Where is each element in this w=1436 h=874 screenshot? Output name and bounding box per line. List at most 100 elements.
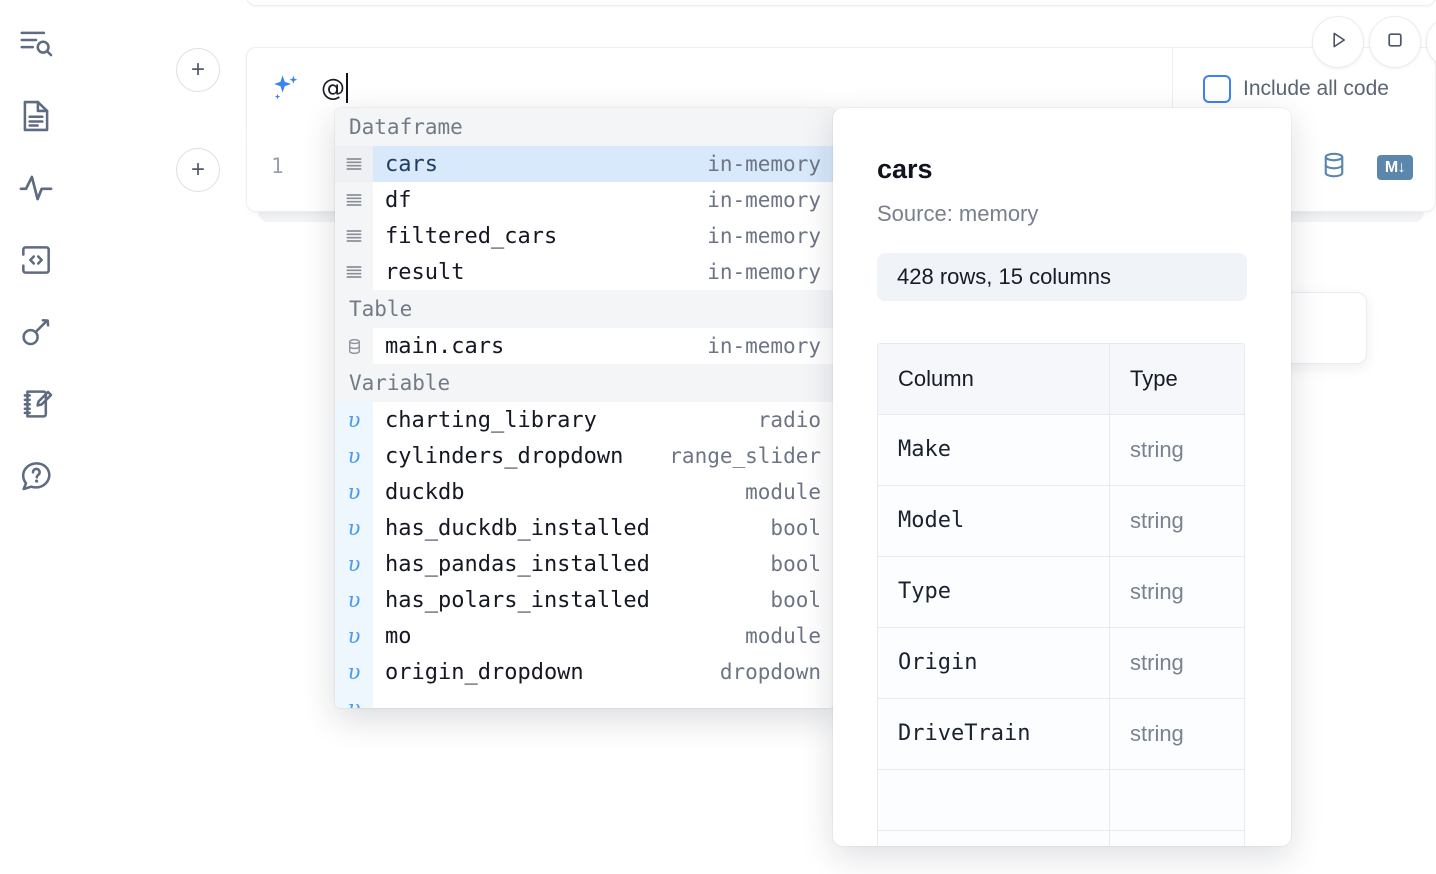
autocomplete-item-type: in-memory bbox=[707, 152, 821, 176]
markdown-icon[interactable]: M↓ bbox=[1377, 155, 1413, 180]
help-chat-icon bbox=[17, 457, 55, 495]
variable-icon: υ bbox=[335, 690, 373, 708]
autocomplete-item-name: has_pandas_installed bbox=[385, 551, 650, 577]
variable-icon: υ bbox=[335, 618, 373, 654]
text-caret bbox=[346, 73, 349, 103]
autocomplete-item-type: radio bbox=[757, 408, 821, 432]
ai-prompt-input[interactable]: @ bbox=[321, 48, 1435, 128]
variable-icon: υ bbox=[335, 582, 373, 618]
detail-title: cars bbox=[877, 154, 933, 184]
autocomplete-item[interactable]: υ has_pandas_installed bool bbox=[335, 546, 835, 582]
schema-type-header: Type bbox=[1110, 344, 1244, 414]
autocomplete-item-name: duckdb bbox=[385, 479, 465, 505]
include-all-code-toggle[interactable]: Include all code bbox=[1203, 75, 1389, 103]
sidebar-item-snippets[interactable] bbox=[13, 234, 59, 286]
sidebar-item-scratchpad[interactable] bbox=[13, 378, 59, 430]
autocomplete-group-header: Table bbox=[335, 290, 835, 328]
autocomplete-item-name: cylinders_dropdown bbox=[385, 443, 624, 469]
database-icon[interactable] bbox=[1319, 150, 1349, 185]
schema-column-name: DriveTrain bbox=[878, 699, 1110, 769]
variable-icon: υ bbox=[335, 546, 373, 582]
schema-column-name: Model bbox=[878, 486, 1110, 556]
autocomplete-item-type: in-memory bbox=[707, 260, 821, 284]
notepad-pencil-icon bbox=[17, 385, 55, 423]
autocomplete-item-type: dropdown bbox=[719, 660, 821, 684]
detail-shape-badge: 428 rows, 15 columns bbox=[877, 253, 1247, 301]
ai-prompt-value: @ bbox=[321, 74, 346, 102]
schema-column-name: Make bbox=[878, 415, 1110, 485]
schema-column-name bbox=[878, 770, 1110, 830]
code-brackets-icon bbox=[17, 241, 55, 279]
sparkles-icon bbox=[269, 71, 305, 105]
autocomplete-item-name: has_duckdb_installed bbox=[385, 515, 650, 541]
autocomplete-item-type: range_slider bbox=[669, 444, 821, 468]
add-cell-below-button[interactable]: + bbox=[176, 148, 220, 192]
run-button[interactable] bbox=[1312, 16, 1364, 68]
variable-icon: υ bbox=[335, 438, 373, 474]
sidebar-item-help[interactable] bbox=[13, 450, 59, 502]
variable-icon: υ bbox=[335, 474, 373, 510]
variable-icon: υ bbox=[335, 654, 373, 690]
stop-button[interactable] bbox=[1369, 16, 1421, 68]
schema-column-name: Origin bbox=[878, 628, 1110, 698]
add-cell-above-button[interactable]: + bbox=[176, 48, 220, 92]
autocomplete-item-name: origin_dropdown bbox=[385, 659, 584, 685]
plus-icon: + bbox=[190, 156, 205, 183]
autocomplete-item-name: mo bbox=[385, 623, 412, 649]
sidebar-item-activity[interactable] bbox=[13, 162, 59, 214]
autocomplete-group-header: Dataframe bbox=[335, 108, 835, 146]
schema-column-header: Column bbox=[878, 344, 1110, 414]
include-all-code-checkbox[interactable] bbox=[1203, 75, 1231, 103]
file-document-icon bbox=[17, 97, 55, 135]
play-icon bbox=[1326, 28, 1350, 57]
schema-column-type: string bbox=[1110, 486, 1244, 556]
previous-cell-stub bbox=[246, 0, 1436, 6]
autocomplete-item-name: has_polars_installed bbox=[385, 587, 650, 613]
stop-square-icon bbox=[1383, 28, 1407, 57]
sidebar-item-file[interactable] bbox=[13, 90, 59, 142]
autocomplete-item-name: charting_library bbox=[385, 407, 597, 433]
autocomplete-item[interactable]: cars in-memory bbox=[335, 146, 835, 182]
autocomplete-group-header: Variable bbox=[335, 364, 835, 402]
plus-icon: + bbox=[190, 56, 205, 83]
autocomplete-item-type: bool bbox=[770, 552, 821, 576]
schema-column-type bbox=[1110, 831, 1244, 846]
schema-column-type: string bbox=[1110, 628, 1244, 698]
detail-source: Source: memory bbox=[877, 201, 1039, 226]
autocomplete-item-name: df bbox=[385, 187, 412, 213]
autocomplete-item[interactable]: υ bbox=[335, 690, 835, 708]
autocomplete-item[interactable]: υ origin_dropdown dropdown bbox=[335, 654, 835, 690]
database-icon bbox=[335, 328, 373, 364]
autocomplete-item-type: module bbox=[745, 624, 821, 648]
autocomplete-item[interactable]: υ cylinders_dropdown range_slider bbox=[335, 438, 835, 474]
sidebar-item-secrets[interactable] bbox=[13, 306, 59, 358]
schema-column-name bbox=[878, 831, 1110, 846]
schema-column-type: string bbox=[1110, 415, 1244, 485]
autocomplete-item-name: cars bbox=[385, 151, 438, 177]
cell-icon-group: M↓ bbox=[1319, 150, 1413, 185]
include-all-code-label: Include all code bbox=[1243, 77, 1389, 100]
variable-icon: υ bbox=[335, 510, 373, 546]
activity-pulse-icon bbox=[17, 169, 55, 207]
dataframe-icon bbox=[335, 254, 373, 290]
dataframe-icon bbox=[335, 218, 373, 254]
key-secrets-icon bbox=[17, 313, 55, 351]
sidebar-item-outline-search[interactable] bbox=[13, 18, 59, 70]
